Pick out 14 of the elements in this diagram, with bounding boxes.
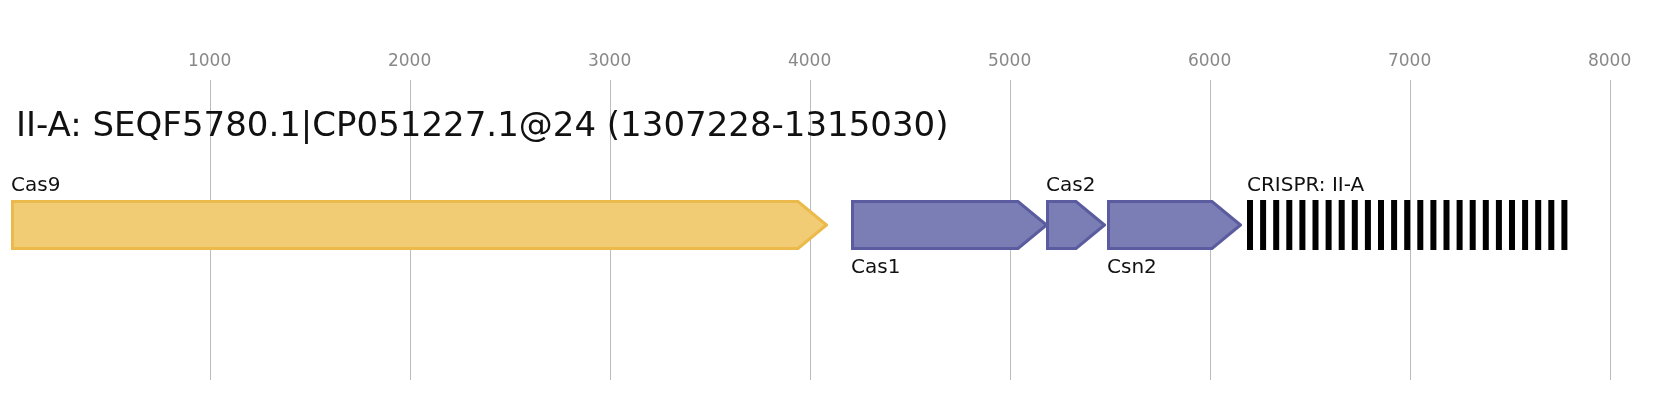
gene-label: Csn2 [1107, 254, 1157, 278]
gene-label: Cas1 [851, 254, 901, 278]
tick-label: 4000 [787, 50, 832, 70]
title: II-A: SEQF5780.1|CP051227.1@24 (1307228-1315030) [16, 104, 949, 144]
tick-label: 1000 [187, 50, 232, 70]
tick-label: 8000 [1587, 50, 1632, 70]
tick-label: 7000 [1387, 50, 1432, 70]
tick-label: 6000 [1187, 50, 1232, 70]
tick-label: 2000 [387, 50, 432, 70]
tick-label: 5000 [987, 50, 1032, 70]
gene-label: Cas2 [1046, 172, 1096, 196]
gene-label: Cas9 [11, 172, 61, 196]
tick-label: 3000 [587, 50, 632, 70]
gene-label: CRISPR: II-A [1247, 172, 1365, 196]
